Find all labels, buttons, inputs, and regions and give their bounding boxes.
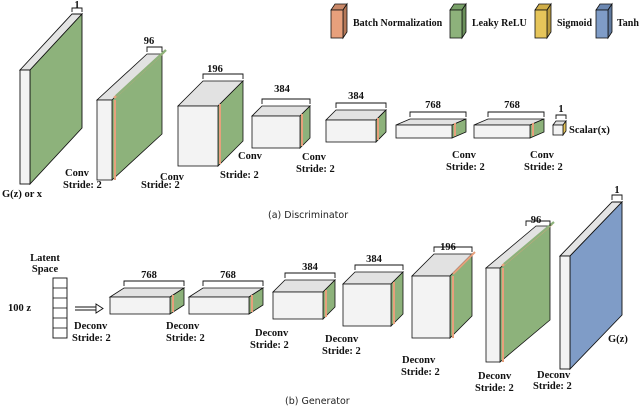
disc-conv-block-1 <box>95 49 167 181</box>
disc-op-3: Conv <box>238 151 263 162</box>
legend-tanh: Tanh <box>595 2 639 40</box>
gen-caption: (b) Generator <box>285 396 350 407</box>
gen-deconv-block-1 <box>108 287 186 315</box>
disc-output-channels: 1 <box>558 104 563 115</box>
legend-batch-normalization: Batch Normalization <box>330 2 443 40</box>
gen-stride-3: Stride: 2 <box>250 340 289 351</box>
generator: Latent Space 100 z 768 Deconv Stride: 2 <box>8 185 628 407</box>
disc-stride-4: Stride: 2 <box>296 164 335 175</box>
gen-deconv-block-2 <box>187 287 265 315</box>
gen-stride-2: Stride: 2 <box>166 333 205 344</box>
gen-op-3: Deconv <box>255 328 289 339</box>
legend: Batch Normalization Leaky ReLU Sigmoid T… <box>330 2 639 40</box>
gen-stride-1: Stride: 2 <box>72 333 111 344</box>
gen-latent-vector <box>52 277 68 339</box>
disc-input-label: G(z) or x <box>2 189 43 200</box>
gen-output-label: G(z) <box>608 334 628 345</box>
gen-output-block <box>558 200 624 371</box>
disc-stride-2: Stride: 2 <box>141 180 180 191</box>
disc-output-bracket <box>555 114 567 119</box>
gen-op-6: Deconv <box>478 371 512 382</box>
legend-label-leaky: Leaky ReLU <box>472 18 527 29</box>
gen-channels-4: 384 <box>366 254 383 265</box>
disc-stride-3: Stride: 2 <box>220 170 259 181</box>
gen-bracket-6 <box>525 220 551 226</box>
disc-op-2: Conv <box>160 172 185 183</box>
gen-deconv-block-5 <box>411 251 476 339</box>
disc-bracket-6 <box>487 111 545 117</box>
disc-conv-block-4 <box>325 109 387 143</box>
disc-bracket-4 <box>335 102 387 108</box>
legend-leaky-relu: Leaky ReLU <box>449 2 527 40</box>
gen-bracket-2 <box>202 280 264 286</box>
disc-bracket-3 <box>261 98 311 104</box>
gen-stride-6: Stride: 2 <box>475 383 514 394</box>
gen-channels-3: 384 <box>302 262 319 273</box>
disc-input-bracket <box>71 7 83 12</box>
gen-bracket-4 <box>354 264 404 270</box>
gen-output-channels: 1 <box>614 185 619 196</box>
gen-stride-7: Stride: 2 <box>533 381 572 392</box>
gen-bracket-1 <box>123 280 185 286</box>
gen-deconv-block-4 <box>342 271 404 327</box>
legend-swatch-batchnorm <box>330 9 344 39</box>
gen-bracket-5 <box>433 246 473 252</box>
disc-op-4: Conv <box>302 152 327 163</box>
disc-conv-block-2 <box>177 80 244 167</box>
disc-stride-1: Stride: 2 <box>63 180 102 191</box>
disc-channels-6: 768 <box>504 100 520 111</box>
gen-op-5: Deconv <box>402 355 436 366</box>
gen-stride-5: Stride: 2 <box>401 367 440 378</box>
disc-input-channels: 1 <box>74 0 79 11</box>
disc-channels-5: 768 <box>425 100 441 111</box>
gen-channels-6: 96 <box>531 215 542 226</box>
gen-op-2: Deconv <box>166 321 200 332</box>
disc-output-label: Scalar(x) <box>569 125 610 136</box>
disc-input-block <box>18 12 84 186</box>
gen-channels-2: 768 <box>220 270 236 281</box>
gen-bracket-3 <box>284 272 336 278</box>
legend-swatch-leaky <box>449 9 463 39</box>
disc-channels-3: 384 <box>274 84 291 95</box>
disc-op-1: Conv <box>65 168 90 179</box>
legend-swatch-tanh <box>595 9 609 39</box>
disc-conv-block-3 <box>251 105 311 149</box>
gen-latent-label-line2: Space <box>32 264 59 275</box>
disc-stride-5: Stride: 2 <box>446 162 485 173</box>
gen-op-7: Deconv <box>537 370 571 381</box>
disc-bracket-2 <box>202 73 244 79</box>
disc-channels-1: 96 <box>144 36 155 47</box>
disc-channels-2: 196 <box>207 64 223 75</box>
gen-output-bracket <box>611 194 623 200</box>
disc-bracket-1 <box>146 46 163 52</box>
legend-swatch-sigmoid <box>534 9 548 39</box>
legend-sigmoid: Sigmoid <box>534 2 592 40</box>
disc-op-6: Conv <box>530 150 555 161</box>
disc-conv-block-5 <box>395 118 467 139</box>
gen-op-4: Deconv <box>325 334 359 345</box>
gen-latent-label-line1: Latent <box>30 253 60 264</box>
gen-arrow <box>75 303 104 314</box>
gen-channels-5: 196 <box>440 242 456 253</box>
disc-caption: (a) Discriminator <box>268 210 348 221</box>
gen-op-1: Deconv <box>74 321 108 332</box>
disc-channels-4: 384 <box>348 91 365 102</box>
disc-bracket-5 <box>409 111 467 117</box>
disc-op-5: Conv <box>452 150 477 161</box>
disc-stride-6: Stride: 2 <box>524 162 563 173</box>
gen-stride-4: Stride: 2 <box>322 346 361 357</box>
gen-channels-1: 768 <box>141 270 157 281</box>
disc-conv-block-6 <box>473 118 545 139</box>
legend-label-sigmoid: Sigmoid <box>557 18 592 29</box>
gen-z-label: 100 z <box>8 303 31 314</box>
gen-deconv-block-6 <box>484 221 555 363</box>
legend-label-tanh: Tanh <box>617 18 639 29</box>
discriminator: 1 G(z) or x 96 Conv Stride: 2 196 Conv S… <box>2 0 610 221</box>
gen-deconv-block-3 <box>272 279 336 320</box>
legend-label-batchnorm: Batch Normalization <box>353 18 443 29</box>
disc-output-block <box>552 119 567 137</box>
